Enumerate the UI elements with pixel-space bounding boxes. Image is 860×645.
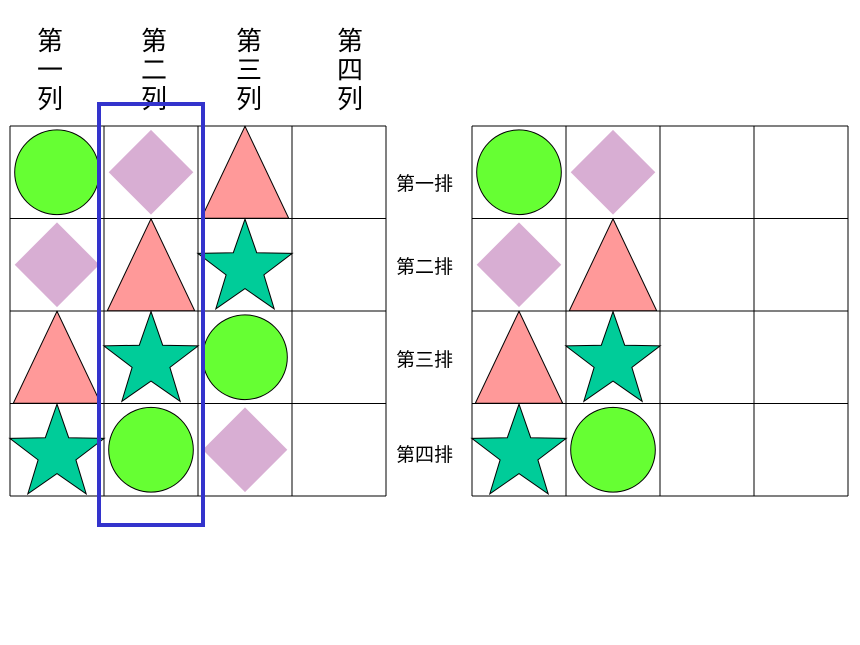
left-cell-4-1-star-icon — [8, 402, 106, 496]
right-cell-3-1-triangle-icon — [474, 310, 564, 404]
column-header-4: 第四列 — [336, 27, 363, 115]
left-cell-3-2-star-icon — [102, 310, 200, 403]
row-label-3: 第三排 — [396, 349, 454, 371]
left-cell-2-3-star-icon — [196, 217, 294, 311]
left-cell-3-1-triangle-icon — [12, 310, 102, 404]
left-cell-1-3-triangle-icon — [200, 125, 290, 219]
column-header-1: 第一列 — [36, 27, 63, 115]
right-cell-4-1-star-icon — [470, 402, 568, 496]
row-label-1: 第一排 — [396, 173, 454, 195]
left-cell-4-3-diamond-icon — [202, 407, 288, 493]
left-cell-2-2-triangle-icon — [106, 217, 196, 312]
highlighted-column-frame — [97, 102, 205, 527]
column-header-2: 第二列 — [140, 27, 167, 115]
left-cell-3-3-circle-icon — [202, 314, 288, 401]
row-label-4: 第四排 — [396, 444, 454, 466]
right-cell-2-1-diamond-icon — [476, 222, 562, 308]
right-cell-4-2-circle-icon — [570, 406, 656, 493]
right-cell-1-1-circle-icon — [476, 129, 562, 216]
column-header-3: 第三列 — [235, 27, 262, 115]
left-cell-1-1-circle-icon — [14, 129, 100, 216]
left-cell-2-1-diamond-icon — [14, 222, 100, 308]
right-cell-3-2-star-icon — [564, 310, 662, 403]
left-cell-4-2-circle-icon — [108, 406, 194, 493]
right-cell-2-2-triangle-icon — [568, 217, 658, 312]
right-cell-1-2-diamond-icon — [570, 129, 656, 215]
left-cell-1-2-diamond-icon — [108, 129, 194, 215]
row-label-2: 第二排 — [396, 256, 454, 278]
